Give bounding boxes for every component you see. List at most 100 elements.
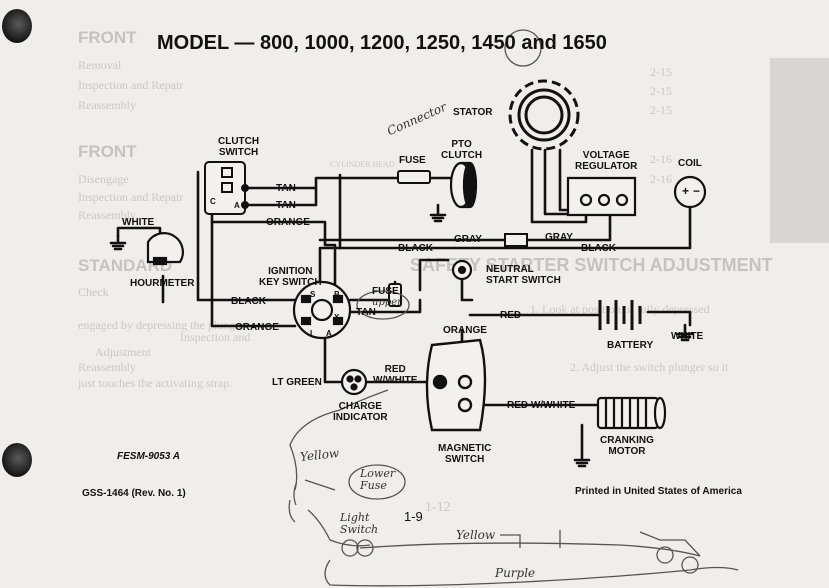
label-gray-2: GRAY xyxy=(545,232,573,243)
bg-adjust-2b: just touches the activating strap. xyxy=(78,376,233,390)
bg-reassembly-2: Reassembly xyxy=(78,208,136,222)
label-coil: COIL xyxy=(678,158,702,169)
label-coil-plus: + xyxy=(682,184,690,198)
voltage-regulator-symbol xyxy=(566,176,637,217)
wire-tan-clutch xyxy=(246,176,402,207)
label-magnetic-switch: MAGNETIC SWITCH xyxy=(438,443,492,465)
charge-indicator-symbol xyxy=(340,368,368,396)
magnetic-switch-symbol xyxy=(425,338,487,432)
bg-page-ref-2: 2-15 xyxy=(650,84,672,98)
diagram-title: MODEL — 800, 1000, 1200, 1250, 1450 and … xyxy=(157,32,607,54)
label-orange-3: ORANGE xyxy=(443,325,487,336)
bg-removal: Removal xyxy=(78,58,122,72)
clutch-switch xyxy=(204,161,249,215)
key-terminal-b: B xyxy=(334,290,340,299)
label-tan-1: TAN xyxy=(276,183,296,194)
label-red-white-2: RED W/WHITE xyxy=(507,400,576,411)
handwriting-lower-fuse: Lower Fuse xyxy=(360,467,396,492)
coil-symbol xyxy=(673,175,707,209)
bg-page-ref-5: 2-16 xyxy=(650,172,672,186)
bg-page-ref-1: 2-15 xyxy=(650,65,672,79)
wire-clutch-to-key xyxy=(196,170,297,302)
wire-lt-green xyxy=(323,328,347,384)
label-voltage-regulator: VOLTAGE REGULATOR xyxy=(575,150,638,172)
bg-adjust-2: 2. Adjust the switch plunger so it xyxy=(570,360,729,374)
label-red-white-1: RED W/WHITE xyxy=(373,364,418,386)
label-black-left: BLACK xyxy=(231,296,266,307)
bg-inspection: Inspection and Repair xyxy=(78,78,184,92)
clutch-terminal-c: C xyxy=(210,197,216,206)
label-orange-1: ORANGE xyxy=(266,217,310,228)
bg-inspection-3: Inspection and xyxy=(180,330,251,344)
footer-fesm: FESM-9053 A xyxy=(117,451,180,462)
handwriting-purple: Purple xyxy=(495,566,536,580)
bg-page-tab-shadow xyxy=(770,58,829,243)
label-red-top: RED xyxy=(500,310,522,321)
wire-key-neutral xyxy=(348,258,450,314)
wire-white-battery xyxy=(646,310,692,327)
bg-check: Check xyxy=(78,285,109,299)
ignition-key-switch-symbol xyxy=(292,280,352,340)
stator-symbol xyxy=(508,79,580,151)
bg-safety-heading: SAFETY STARTER SWITCH ADJUSTMENT xyxy=(410,255,773,275)
label-cranking-motor: CRANKING MOTOR xyxy=(600,435,654,457)
label-fuse-mid: FUSE xyxy=(372,286,399,297)
bg-front-heading-2: FRONT xyxy=(78,142,137,161)
cranking-motor-symbol xyxy=(596,396,667,430)
bg-disengage: Disengage xyxy=(78,172,129,186)
key-terminal-i: I xyxy=(310,329,313,338)
footer-gss: GSS-1464 (Rev. No. 1) xyxy=(82,488,186,499)
bg-reassembly: Reassembly xyxy=(78,98,136,112)
label-charge-indicator: CHARGE INDICATOR xyxy=(333,401,388,423)
label-pto-clutch: PTO CLUTCH xyxy=(441,139,483,161)
footer-page-number: 1-9 xyxy=(404,509,423,524)
bg-page-ref-4: 2-16 xyxy=(650,152,672,166)
handwriting-yellow-2: Yellow xyxy=(456,528,496,542)
handwriting-light-switch: Light Switch xyxy=(340,511,379,536)
label-fuse-top: FUSE xyxy=(399,155,426,166)
label-white-left: WHITE xyxy=(122,217,155,228)
clutch-terminal-a: A xyxy=(234,201,240,210)
label-stator: STATOR xyxy=(453,107,493,118)
wire-black-main xyxy=(318,203,692,287)
handwriting-upper: upper xyxy=(372,297,402,308)
key-terminal-a: A xyxy=(326,329,332,338)
wire-tan-neutral xyxy=(460,273,474,302)
label-clutch-switch: CLUTCH SWITCH xyxy=(218,136,260,158)
label-tan-2: TAN xyxy=(276,200,296,211)
handwritten-annotations xyxy=(288,29,739,587)
key-terminal-s: S xyxy=(310,290,316,299)
pto-clutch-symbol xyxy=(449,161,478,209)
bg-adjustment: Adjustment xyxy=(95,345,151,359)
battery-symbol xyxy=(598,300,642,330)
label-neutral-start-switch: NEUTRAL START SWITCH xyxy=(486,264,561,286)
label-battery: BATTERY xyxy=(607,340,654,351)
fuse-top xyxy=(397,170,431,184)
bg-reassembly-3: Reassembly xyxy=(78,360,136,374)
label-gray-1: GRAY xyxy=(454,234,482,245)
label-white-right: WHITE xyxy=(671,331,704,342)
ground-symbol xyxy=(109,203,694,468)
label-orange-2: ORANGE xyxy=(235,322,279,333)
bg-adjust-1b: engaged by depressing the plunger xyxy=(78,318,245,332)
bg-page-ref-3: 2-15 xyxy=(650,103,672,117)
footer-printed: Printed in United States of America xyxy=(575,486,742,497)
wire-gray xyxy=(318,208,612,242)
label-black-right: BLACK xyxy=(581,243,616,254)
neutral-start-switch-symbol xyxy=(451,259,473,281)
label-hourmeter: HOURMETER xyxy=(130,278,195,289)
binder-hole-top xyxy=(2,9,32,43)
binder-hole-bottom xyxy=(2,443,32,477)
label-black-mid: BLACK xyxy=(398,243,433,254)
key-terminal-x: X xyxy=(334,313,340,322)
bg-front-heading: FRONT xyxy=(78,28,137,47)
bg-cylinder-head: CYLINDER HEAD xyxy=(330,160,395,169)
bg-inspection-2: Inspection and Repair xyxy=(78,190,184,204)
hourmeter-symbol xyxy=(146,232,184,266)
wire-orange-clutch xyxy=(210,212,337,332)
label-tan-3: TAN xyxy=(356,307,376,318)
bg-tab-page: 1-12 xyxy=(425,500,451,515)
gray-wire-connector xyxy=(504,233,528,247)
